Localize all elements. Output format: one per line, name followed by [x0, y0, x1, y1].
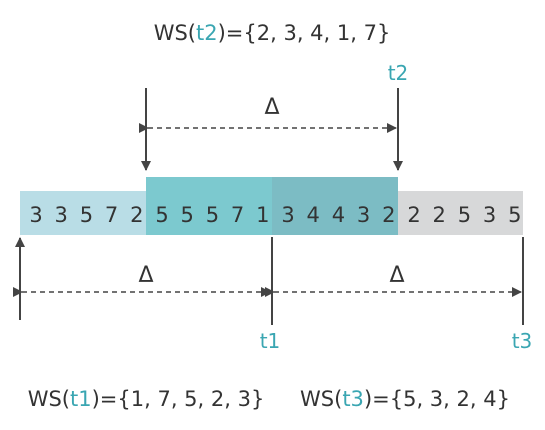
sequence-item: 5 [458, 203, 471, 227]
delta-t1-label: Δ [138, 263, 153, 288]
delta-t2-label: Δ [264, 95, 279, 120]
ws-t3-label: WS(t3)={5, 3, 2, 4} [300, 387, 510, 411]
sequence-item: 5 [155, 203, 168, 227]
sequence-item: 3 [483, 203, 496, 227]
t1-label: t1 [260, 329, 281, 353]
sequence-item: 7 [105, 203, 118, 227]
ws-t1-prefix: WS( [28, 387, 70, 411]
sequence-item: 3 [357, 203, 370, 227]
ws-t2-prefix: WS( [154, 21, 196, 45]
sequence-item: 2 [382, 203, 395, 227]
sequence-item: 3 [281, 203, 294, 227]
sequence-item: 4 [332, 203, 345, 227]
sequence-item: 3 [55, 203, 68, 227]
sequence-item: 7 [231, 203, 244, 227]
sequence-item: 1 [256, 203, 269, 227]
delta-t3-label: Δ [389, 263, 404, 288]
ws-t2-time: t2 [196, 21, 218, 45]
t3-label: t3 [512, 329, 533, 353]
window-t2-left-band [146, 177, 272, 235]
sequence-item: 5 [181, 203, 194, 227]
sequence-item: 2 [407, 203, 420, 227]
ws-t2-set: )={2, 3, 4, 1, 7} [218, 21, 391, 45]
window-t2-overlap-band [272, 177, 398, 235]
sequence-item: 5 [80, 203, 93, 227]
sequence-item: 5 [508, 203, 521, 227]
ws-t3-set: )={5, 3, 2, 4} [364, 387, 510, 411]
ws-t1-set: )={1, 7, 5, 2, 3} [92, 387, 265, 411]
ws-t2-label: WS(t2)={2, 3, 4, 1, 7} [154, 21, 391, 45]
ws-t1-label: WS(t1)={1, 7, 5, 2, 3} [28, 387, 265, 411]
sequence-item: 4 [307, 203, 320, 227]
ws-t3-prefix: WS( [300, 387, 342, 411]
t2-label: t2 [388, 61, 409, 85]
ws-t1-time: t1 [70, 387, 92, 411]
sequence-item: 2 [433, 203, 446, 227]
ws-t3-time: t3 [342, 387, 364, 411]
sequence-item: 3 [29, 203, 42, 227]
sequence-item: 5 [206, 203, 219, 227]
sequence-item: 2 [130, 203, 143, 227]
